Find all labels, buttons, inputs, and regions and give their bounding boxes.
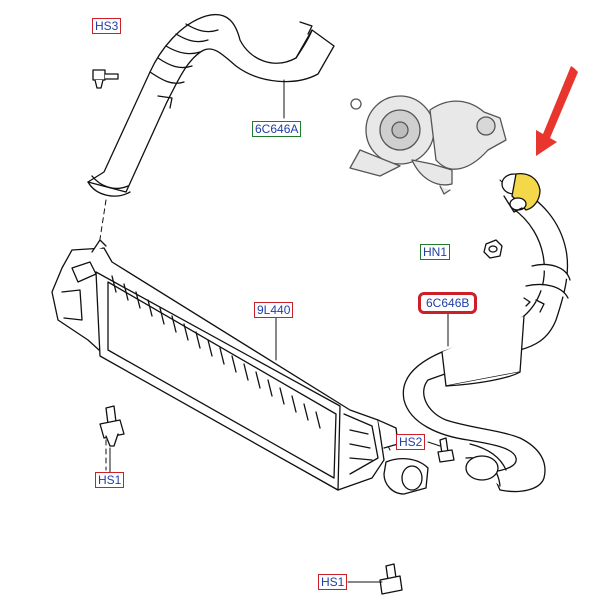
lower-hose-6c646b[interactable] bbox=[402, 189, 571, 493]
turbocharger[interactable] bbox=[349, 95, 507, 195]
upper-hose-6c646a[interactable] bbox=[87, 14, 335, 197]
nut-hn1[interactable] bbox=[483, 239, 503, 259]
bolt-hs2[interactable] bbox=[437, 437, 455, 463]
bolt-hs1-bottom[interactable] bbox=[379, 563, 403, 595]
label-6c646a[interactable]: 6C646A bbox=[252, 121, 302, 137]
turbo-outlet-connector[interactable] bbox=[501, 172, 541, 213]
label-hn1[interactable]: HN1 bbox=[420, 244, 451, 260]
label-hs1-left[interactable]: HS1 bbox=[95, 472, 125, 488]
bolt-hs3[interactable] bbox=[92, 69, 119, 89]
bolt-hs1-left[interactable] bbox=[99, 405, 125, 447]
label-hs2[interactable]: HS2 bbox=[396, 434, 426, 450]
label-hs1-bottom[interactable]: HS1 bbox=[318, 574, 348, 590]
leader-lines bbox=[109, 79, 449, 583]
direction-arrow bbox=[536, 66, 578, 156]
intercooler-9l440[interactable] bbox=[51, 239, 429, 495]
label-6c646b[interactable]: 6C646B bbox=[418, 292, 478, 314]
label-hs3[interactable]: HS3 bbox=[92, 18, 122, 34]
label-9l440[interactable]: 9L440 bbox=[254, 302, 294, 318]
